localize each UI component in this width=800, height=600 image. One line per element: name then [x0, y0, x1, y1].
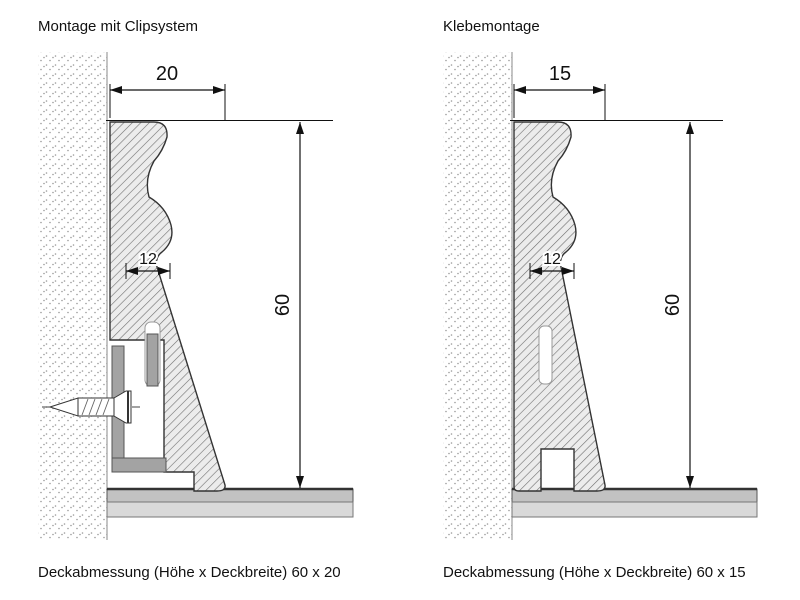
left-panel-caption: Deckabmessung (Höhe x Deckbreite) 60 x 2…: [38, 564, 341, 581]
right-dim-height-label: 60: [662, 294, 684, 316]
right-floor: [511, 487, 758, 518]
left-wall: [38, 52, 108, 540]
right-panel-title: Klebemontage: [443, 18, 540, 35]
left-skirting-profile: [109, 121, 226, 492]
left-dim-inner: [125, 263, 171, 279]
left-floor: [106, 487, 354, 518]
right-panel-caption: Deckabmessung (Höhe x Deckbreite) 60 x 1…: [443, 564, 746, 581]
left-dim-height-label: 60: [272, 294, 294, 316]
left-panel-title: Montage mit Clipsystem: [38, 18, 199, 35]
right-clip-slot: [538, 325, 553, 385]
right-wall: [443, 52, 513, 540]
right-dim-width: [510, 84, 723, 121]
right-dim-inner: [529, 263, 575, 279]
left-dim-inner-label: 12: [139, 251, 157, 268]
right-dim-width-label: 15: [549, 63, 571, 85]
left-screw: [42, 390, 140, 424]
left-dim-width-label: 20: [156, 63, 178, 85]
right-skirting-profile: [513, 121, 606, 492]
right-panel-drawing: 15 60 12: [443, 52, 758, 540]
left-dim-width: [106, 84, 333, 121]
left-panel-drawing: 20 60 12: [38, 52, 354, 540]
right-dim-inner-label: 12: [543, 251, 561, 268]
